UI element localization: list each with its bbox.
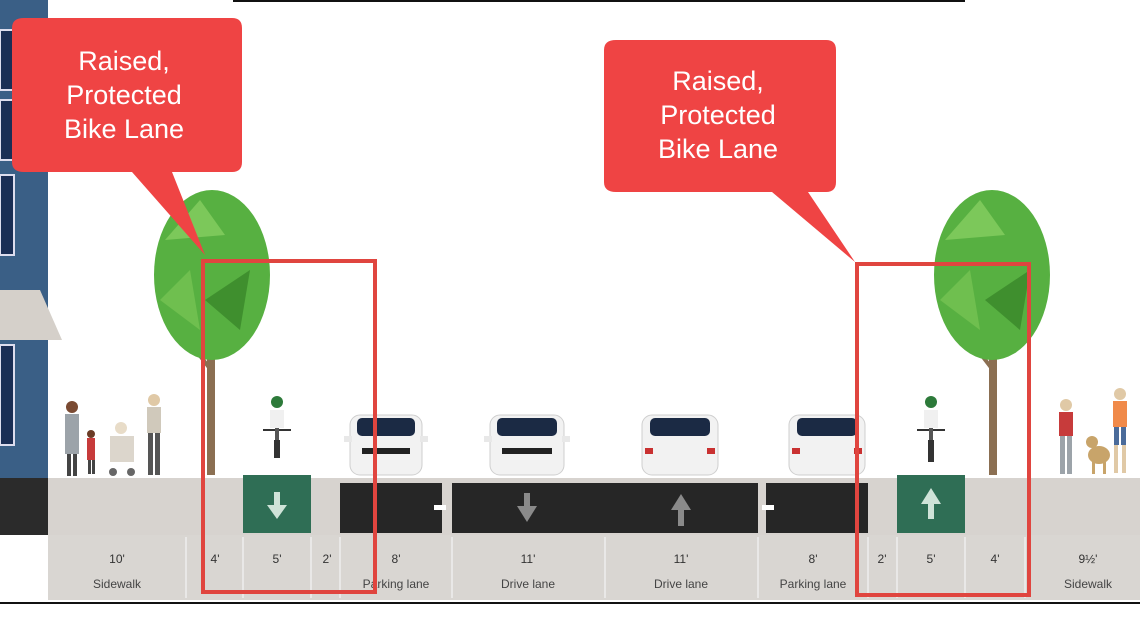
segment-width: 8' xyxy=(809,552,818,566)
tree-right xyxy=(934,190,1050,475)
callout-line: Protected xyxy=(660,100,776,130)
callout-line: Bike Lane xyxy=(658,134,778,164)
segment-width: 9½' xyxy=(1079,552,1098,566)
callout-line: Raised, xyxy=(78,46,170,76)
segment-labels: 10' Sidewalk 4' 5' 2' 8' Parking lane 11… xyxy=(93,552,1113,591)
segment-name: Drive lane xyxy=(501,577,555,591)
highlight-box-left xyxy=(201,259,377,594)
callout-line: Bike Lane xyxy=(64,114,184,144)
segment-width: 5' xyxy=(273,552,282,566)
parked-car-right xyxy=(788,414,866,476)
segment-name: Parking lane xyxy=(780,577,847,591)
dimension-bar xyxy=(48,535,1140,600)
arrow-down-icon xyxy=(267,492,287,519)
car-southbound xyxy=(484,414,570,476)
segment-width: 10' xyxy=(109,552,125,566)
callout-line: Protected xyxy=(66,80,182,110)
pedestrians-left xyxy=(65,394,161,476)
segment-width: 11' xyxy=(674,552,689,566)
arrow-down-icon xyxy=(517,493,537,522)
segment-width: 2' xyxy=(323,552,332,566)
segment-name: Drive lane xyxy=(654,577,708,591)
car-northbound xyxy=(641,414,719,476)
segment-width: 2' xyxy=(878,552,887,566)
pedestrians-right xyxy=(1059,388,1127,474)
segment-width: 4' xyxy=(991,552,1000,566)
cyclist-left xyxy=(263,396,291,458)
segment-name: Parking lane xyxy=(363,577,430,591)
callout-left: Raised, Protected Bike Lane xyxy=(12,18,242,255)
segment-width: 5' xyxy=(927,552,936,566)
parked-car-left xyxy=(344,414,428,476)
segment-name: Sidewalk xyxy=(1064,577,1113,591)
segment-name: Sidewalk xyxy=(93,577,142,591)
highlight-box-right xyxy=(855,262,1031,597)
tree-left xyxy=(154,190,270,475)
roadway xyxy=(340,483,868,533)
callout-line: Raised, xyxy=(672,66,764,96)
segment-width: 11' xyxy=(521,552,536,566)
callout-right: Raised, Protected Bike Lane xyxy=(604,40,855,262)
segment-width: 4' xyxy=(211,552,220,566)
arrow-up-icon xyxy=(671,494,691,526)
cyclist-right xyxy=(917,396,945,462)
segment-width: 8' xyxy=(392,552,401,566)
arrow-up-icon xyxy=(921,488,941,519)
